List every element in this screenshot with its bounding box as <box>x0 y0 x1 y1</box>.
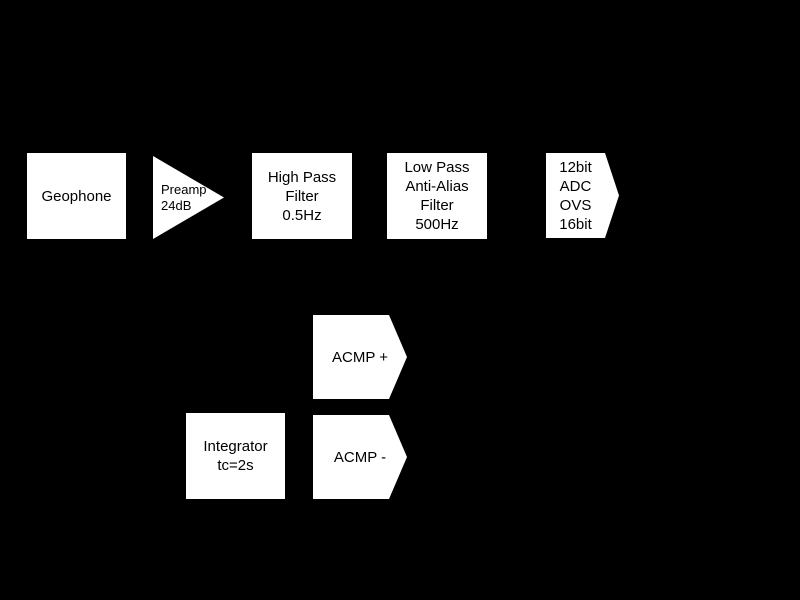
acmp-plus-label: ACMP + <box>313 315 407 399</box>
low-pass-label-line4: 500Hz <box>415 216 459 233</box>
high-pass-label: High Pass Filter 0.5Hz <box>252 153 352 239</box>
geophone-rect-shape <box>27 153 126 239</box>
acmp-minus-label-text: ACMP - <box>333 448 387 466</box>
high-pass-filter-block: High Pass Filter 0.5Hz <box>252 153 352 239</box>
adc-label-line4: 16bit <box>559 215 592 233</box>
pentagon-pointer-icon <box>546 153 619 238</box>
integrator-label-line1: Integrator <box>203 438 268 455</box>
preamp-amplifier-triangle: Preamp 24dB <box>153 156 224 239</box>
integrator-block: Integrator tc=2s <box>186 413 285 499</box>
high-pass-label-line2: Filter <box>285 187 319 205</box>
pentagon-pointer-icon <box>313 415 407 499</box>
low-pass-label: Low Pass Anti-Alias Filter 500Hz <box>387 153 487 239</box>
preamp-label: Preamp 24dB <box>153 156 224 239</box>
acmp-minus-label: ACMP - <box>313 415 407 499</box>
preamp-label-line1: Preamp <box>161 181 207 197</box>
geophone-label-text: Geophone <box>41 187 112 205</box>
amplifier-triangle-icon <box>153 156 224 239</box>
geophone-label: Geophone <box>27 153 126 239</box>
high-pass-rect-shape <box>252 153 352 239</box>
preamp-label-line2: 24dB <box>161 197 192 213</box>
integrator-label: Integrator tc=2s <box>186 413 285 499</box>
integrator-rect-shape <box>186 413 285 499</box>
adc-label-line1: 12bit <box>559 158 592 176</box>
low-pass-label-line2: Anti-Alias <box>405 178 469 195</box>
low-pass-anti-alias-filter-block: Low Pass Anti-Alias Filter 500Hz <box>387 153 487 239</box>
acmp-plus-label-text: ACMP + <box>332 348 388 366</box>
geophone-block: Geophone <box>27 153 126 239</box>
integrator-label-line2: tc=2s <box>217 457 254 474</box>
acmp-plus-block: ACMP + <box>313 315 407 399</box>
low-pass-rect-shape <box>387 153 487 239</box>
low-pass-label-line1: Low Pass <box>404 159 470 176</box>
adc-block: 12bit ADC OVS 16bit <box>546 153 619 238</box>
acmp-minus-block: ACMP - <box>313 415 407 499</box>
low-pass-label-line3: Filter <box>420 197 454 214</box>
high-pass-label-line1: High Pass <box>267 168 337 186</box>
adc-label: 12bit ADC OVS 16bit <box>546 153 605 238</box>
adc-label-line3: OVS <box>559 196 592 214</box>
high-pass-label-line3: 0.5Hz <box>282 206 322 224</box>
adc-label-line2: ADC <box>559 177 592 195</box>
pentagon-pointer-icon <box>313 315 407 399</box>
